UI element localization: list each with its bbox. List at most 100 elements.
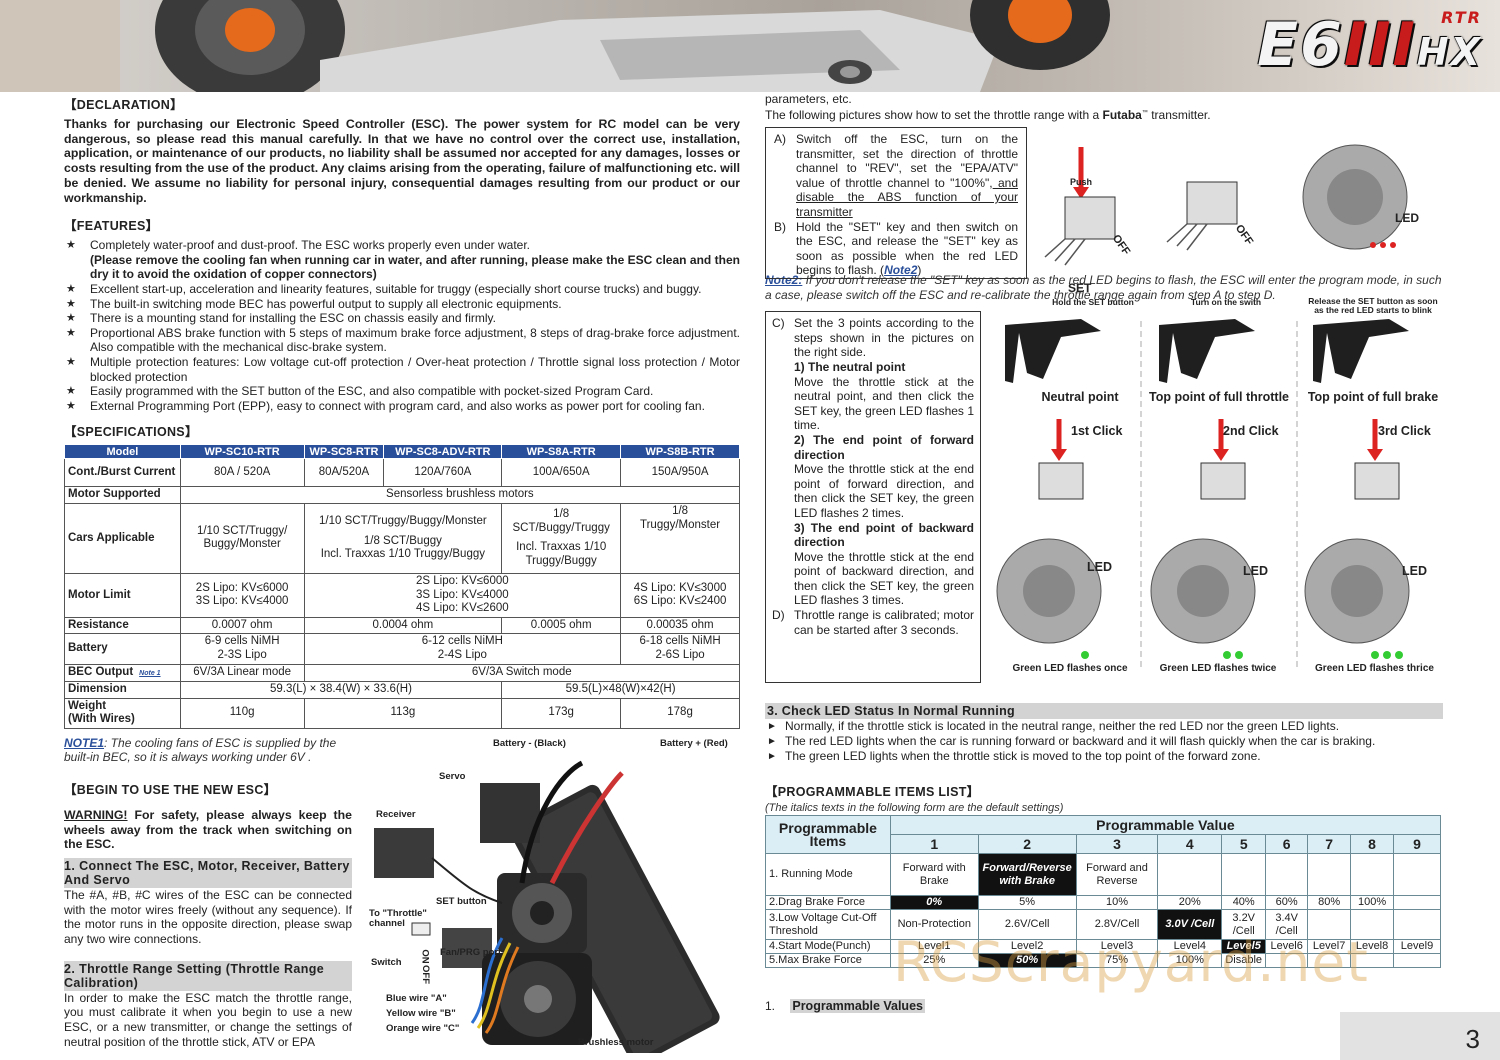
table-header: 2	[977, 834, 1077, 855]
note1: NOTE1: The cooling fans of ESC is suppli…	[64, 735, 337, 765]
table-cell	[1307, 853, 1352, 897]
table-row: Weight(With Wires) 110g 113g 173g 178g	[64, 697, 740, 729]
row-label: 1. Running Mode	[765, 853, 891, 897]
list-item: Multiple protection features: Low voltag…	[64, 355, 740, 384]
table-cell	[1221, 853, 1267, 897]
full-brake-label: Top point of full brake	[1307, 390, 1439, 405]
row-label: Cont./Burst Current	[64, 458, 181, 488]
table-cell: Level3	[1075, 939, 1159, 955]
table-cell	[1393, 853, 1441, 897]
table-row: Cars Applicable 1/10 SCT/Truggy/ Buggy/M…	[64, 502, 740, 574]
wiring-diagram: Battery - (Black) Battery + (Red) Servo …	[362, 733, 740, 1060]
table-cell: 40%	[1221, 895, 1267, 911]
led-status-heading: 3. Check LED Status In Normal Running	[765, 703, 1443, 720]
table-cell: 173g	[501, 697, 622, 729]
table-header: WP-S8B-RTR	[620, 444, 740, 460]
fan-port-label: Fan/PRG port	[440, 947, 502, 958]
table-cell	[1350, 909, 1395, 941]
table-cell-default: Level5	[1221, 939, 1267, 955]
table-row: Motor Supported Sensorless brushless mot…	[64, 486, 741, 504]
list-item: Completely water-proof and dust-proof. T…	[64, 238, 740, 282]
table-row: Dimension 59.3(L) × 38.4(W) × 33.6(H) 59…	[64, 681, 740, 699]
table-cell	[1393, 953, 1441, 969]
table-header: WP-SC10-RTR	[179, 444, 305, 460]
first-click-label: 1st Click	[1071, 424, 1123, 439]
table-cell	[1307, 909, 1352, 941]
features-heading: 【FEATURES】	[64, 219, 159, 234]
switch-off-label: OFF	[420, 965, 431, 984]
table-cell: Level6	[1265, 939, 1309, 955]
programmable-note: (The italics texts in the following form…	[765, 802, 1064, 815]
list-item: Proportional ABS brake function with 5 s…	[64, 326, 740, 355]
set-label: SET	[1068, 281, 1092, 295]
table-header: 4	[1157, 834, 1223, 855]
warning-text: WARNING! For safety, please always keep …	[64, 808, 352, 852]
table-cell: 75%	[1075, 953, 1159, 969]
push-label: Push	[1070, 177, 1093, 187]
table-cell	[1265, 853, 1309, 897]
header-banner: E6IIIHX RTR	[0, 0, 1500, 92]
table-header: WP-SC8-ADV-RTR	[383, 444, 503, 460]
table-cell	[1350, 953, 1395, 969]
table-cell: 10%	[1075, 895, 1159, 911]
continuation-text: parameters, etc.	[765, 92, 852, 106]
servo-label: Servo	[439, 771, 466, 782]
row-label: 4.Start Mode(Punch)	[765, 939, 891, 955]
motor-label: Brushless motor	[578, 1037, 654, 1048]
release-set-caption: Release the SET button as soon as the re…	[1308, 296, 1438, 315]
table-cell: Sensorless brushless motors	[179, 486, 741, 504]
flash-thrice-caption: Green LED flashes thrice	[1315, 663, 1434, 675]
table-cell	[1265, 953, 1309, 969]
table-cell: 60%	[1265, 895, 1309, 911]
features-list: Completely water-proof and dust-proof. T…	[64, 238, 740, 413]
step-c: C) Set the 3 points according to the ste…	[772, 316, 974, 608]
table-cell: 150A/950A	[620, 458, 740, 488]
led-label: LED	[1395, 211, 1419, 225]
hold-set-caption: Hold the SET button	[1052, 297, 1134, 307]
led-status-list: Normally, if the throttle stick is locat…	[765, 719, 1443, 764]
turn-on-caption: Turn on the swith	[1190, 297, 1262, 307]
table-cell: 2.6V/Cell	[977, 909, 1077, 941]
table-cell: 80%	[1307, 895, 1352, 911]
row-label: Resistance	[64, 616, 181, 635]
table-cell: 80A / 520A	[179, 458, 305, 488]
steps-ab-box: A) Switch off the ESC, turn on the trans…	[765, 127, 1027, 279]
row-label: Cars Applicable	[64, 502, 181, 574]
car-photo	[0, 0, 1110, 92]
table-row: 1. Running Mode Forward with Brake Forwa…	[765, 853, 1441, 897]
brand-logo: E6IIIHX RTR	[1257, 8, 1482, 80]
table-row: Cont./Burst Current 80A / 520A 80A/520A …	[64, 458, 740, 488]
row-label: Battery	[64, 633, 181, 665]
step-a: A) Switch off the ESC, turn on the trans…	[774, 132, 1018, 219]
list-item: The green LED lights when the throttle s…	[765, 749, 1443, 764]
table-cell: 1/10 SCT/Truggy/ Buggy/Monster	[179, 502, 305, 574]
table-cell: Level1	[889, 939, 979, 955]
table-cell: 0.0007 ohm	[179, 616, 305, 635]
programmable-values-heading: 1. Programmable Values	[765, 999, 925, 1014]
table-cell: Level8	[1350, 939, 1395, 955]
throttle-channel-label: To "Throttle" channel	[369, 908, 427, 929]
full-throttle-label: Top point of full throttle	[1149, 390, 1290, 405]
table-cell: Disable	[1221, 953, 1267, 969]
table-cell	[1393, 909, 1441, 941]
led-label: LED	[1087, 560, 1112, 575]
table-header-row: Programmable Items Programmable Value	[765, 815, 1442, 855]
table-cell: 25%	[889, 953, 979, 969]
table-cell: 0.0005 ohm	[501, 616, 622, 635]
table-header: Programmable Value	[889, 815, 1442, 836]
step1-heading: 1. Connect The ESC, Motor, Receiver, Bat…	[64, 857, 352, 888]
table-cell: Level2	[977, 939, 1077, 955]
table-cell: 0.0004 ohm	[303, 616, 503, 635]
table-header: WP-SC8-RTR	[303, 444, 385, 460]
declaration-text: Thanks for purchasing our Electronic Spe…	[64, 117, 740, 205]
